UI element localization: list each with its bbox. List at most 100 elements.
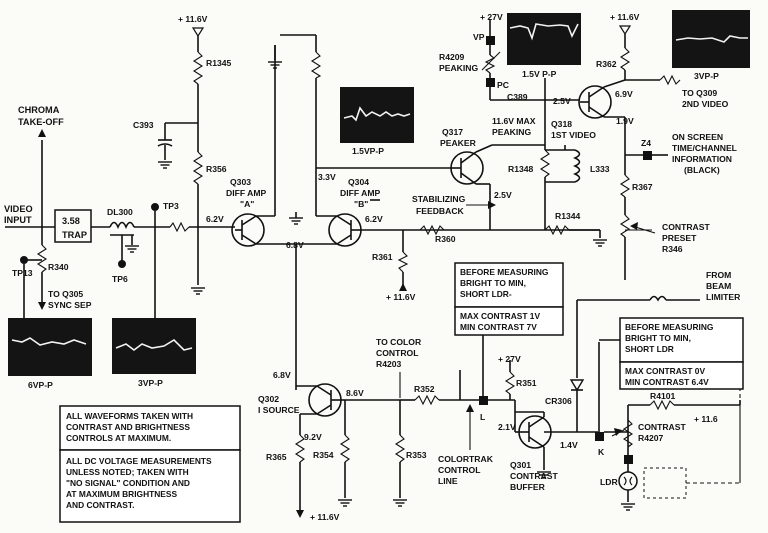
q318-column xyxy=(539,78,626,247)
r4209-peaking xyxy=(481,20,545,101)
label-cr306: CR306 xyxy=(545,396,572,406)
label-r353: R353 xyxy=(406,450,427,460)
label-r4101: R4101 xyxy=(650,391,676,401)
label-q304-b: "B" xyxy=(354,199,368,209)
scope-1 xyxy=(340,87,414,143)
scope-label-1: 1.5VP-P xyxy=(352,146,384,156)
label-supply-r361: + 11.6V xyxy=(386,292,416,302)
note1b-line2: MIN CONTRAST 7V xyxy=(460,322,537,332)
label-v62b: 6.2V xyxy=(365,214,383,224)
label-peaking2: PEAKING xyxy=(492,127,531,137)
legend1-line1: ALL WAVEFORMS TAKEN WITH xyxy=(66,411,193,421)
label-osd-2: TIME/CHANNEL xyxy=(672,143,737,153)
label-i-source: I SOURCE xyxy=(258,405,300,415)
label-v62a: 6.2V xyxy=(206,214,224,224)
label-contrast: CONTRAST xyxy=(662,222,710,232)
legend2-line2: UNLESS NOTED; TAKEN WITH xyxy=(66,467,189,477)
label-r1348: R1348 xyxy=(508,164,534,174)
note1b-line1: MAX CONTRAST 1V xyxy=(460,311,540,321)
label-first-video: 1ST VIDEO xyxy=(551,130,596,140)
label-q304-role: DIFF AMP xyxy=(340,188,381,198)
label-q303: Q303 xyxy=(230,177,251,187)
label-tp6: TP6 xyxy=(112,274,128,284)
label-supply-top-left: + 11.6V xyxy=(178,14,208,24)
label-chroma: CHROMA xyxy=(18,105,60,115)
label-supply-vp: + 27V xyxy=(480,12,503,22)
label-dl300: DL300 xyxy=(107,207,133,217)
label-second-video: 2ND VIDEO xyxy=(682,99,729,109)
note2-line2: BRIGHT TO MIN, xyxy=(625,333,691,343)
label-v14: 1.4V xyxy=(560,440,578,450)
note1-line2: BRIGHT TO MIN, xyxy=(460,278,526,288)
scope-label-3: 3VP-P xyxy=(694,71,719,81)
label-q318: Q318 xyxy=(551,119,572,129)
label-feedback: FEEDBACK xyxy=(416,206,465,216)
label-r4209: R4209 xyxy=(439,52,465,62)
label-k-point: K xyxy=(598,447,605,457)
legend1-line3: CONTROLS AT MAXIMUM. xyxy=(66,433,171,443)
label-contrast-q301: CONTRAST xyxy=(510,471,558,481)
label-buffer: BUFFER xyxy=(510,482,546,492)
label-r367: R367 xyxy=(632,182,653,192)
label-supply-r4101: + 11.6 xyxy=(694,414,718,424)
label-q301: Q301 xyxy=(510,460,531,470)
scope-2 xyxy=(507,13,581,65)
label-q317: Q317 xyxy=(442,127,463,137)
note1-line1: BEFORE MEASURING xyxy=(460,267,548,277)
label-supply-r365-r354: R354 xyxy=(313,450,334,460)
label-v69: 6.9V xyxy=(615,89,633,99)
label-from: FROM xyxy=(706,270,731,280)
label-tp13: TP13 xyxy=(12,268,33,278)
label-v21: 2.1V xyxy=(498,422,516,432)
label-preset: PRESET xyxy=(662,233,697,243)
label-z4: Z4 xyxy=(641,138,651,148)
label-osd-3: INFORMATION xyxy=(672,154,732,164)
label-sync-sep: SYNC SEP xyxy=(48,300,92,310)
label-r340: R340 xyxy=(48,262,69,272)
text-labels: + 11.6V R1345 R356 C393 CHROMA TAKE-OFF … xyxy=(4,12,741,522)
label-stabilizing: STABILIZING xyxy=(412,194,466,204)
label-r365: R365 xyxy=(266,452,287,462)
label-v25-q318: 2.5V xyxy=(553,96,571,106)
label-takeoff: TAKE-OFF xyxy=(18,117,64,127)
note2b-line1: MAX CONTRAST 0V xyxy=(625,366,705,376)
legend2-line3: "NO SIGNAL" CONDITION AND xyxy=(66,478,190,488)
label-colortrak: COLORTRAK xyxy=(438,454,494,464)
label-r1345: R1345 xyxy=(206,58,232,68)
label-q302: Q302 xyxy=(258,394,279,404)
label-v68-q302: 6.8V xyxy=(273,370,291,380)
label-peaker: PEAKER xyxy=(440,138,477,148)
label-r4207: R4207 xyxy=(638,433,664,443)
scope-4 xyxy=(8,318,92,376)
label-c393: C393 xyxy=(133,120,154,130)
scope-label-4: 6VP-P xyxy=(28,380,53,390)
label-video: VIDEO xyxy=(4,204,33,214)
scope-3 xyxy=(672,10,750,68)
note-boxes xyxy=(59,262,744,523)
legend2-line5: AND CONTRAST. xyxy=(66,500,134,510)
label-q304: Q304 xyxy=(348,177,369,187)
label-r356: R356 xyxy=(206,164,227,174)
diff-amp xyxy=(231,34,600,390)
label-c389: C389 xyxy=(507,92,528,102)
q301-buffer xyxy=(504,295,741,511)
label-l-point: L xyxy=(480,412,485,422)
scope-label-5: 3VP-P xyxy=(138,378,163,388)
label-r1344: R1344 xyxy=(555,211,581,221)
label-supply-r351: + 27V xyxy=(498,354,521,364)
label-trap-value: 3.58 xyxy=(62,216,80,226)
label-to-q309: TO Q309 xyxy=(682,88,717,98)
label-r4203: R4203 xyxy=(376,359,402,369)
label-pc: PC xyxy=(497,80,509,90)
label-l333: L333 xyxy=(590,164,610,174)
label-supply-bottom: + 11.6V xyxy=(310,512,340,522)
label-to-color: TO COLOR xyxy=(376,337,422,347)
input-line xyxy=(5,129,235,318)
label-tp3: TP3 xyxy=(163,201,179,211)
q317-peaker xyxy=(450,144,545,230)
label-v86: 8.6V xyxy=(346,388,364,398)
label-v19: 1.9V xyxy=(616,116,634,126)
r362-r367-column xyxy=(619,25,681,280)
